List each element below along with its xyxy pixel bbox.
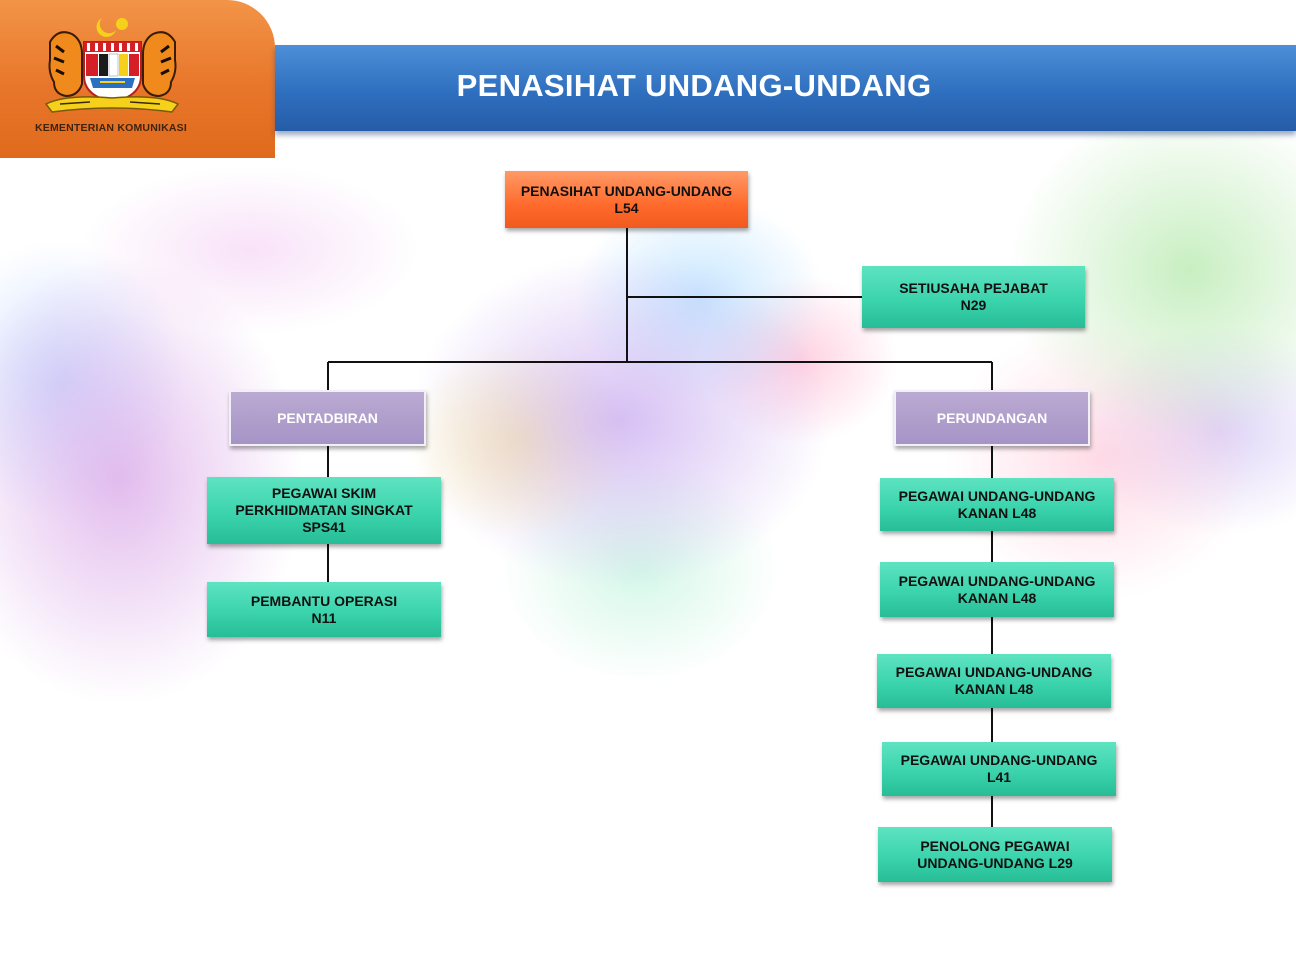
node-staff: PEGAWAI UNDANG-UNDANG KANAN L48 (877, 654, 1111, 708)
node-staff: PEGAWAI UNDANG-UNDANG L41 (882, 742, 1116, 796)
title-banner (275, 45, 1296, 131)
coat-of-arms-icon (44, 18, 180, 113)
node-head: PENASIHAT UNDANG-UNDANG L54 (505, 171, 748, 228)
page-title: PENASIHAT UNDANG-UNDANG (456, 68, 932, 103)
node-secretary: SETIUSAHA PEJABAT N29 (862, 266, 1085, 328)
node-staff: PEGAWAI UNDANG-UNDANG KANAN L48 (880, 478, 1114, 531)
node-staff: PEGAWAI SKIM PERKHIDMATAN SINGKAT SPS41 (207, 477, 441, 544)
node-staff: PEGAWAI UNDANG-UNDANG KANAN L48 (880, 562, 1114, 617)
node-staff: PEMBANTU OPERASI N11 (207, 582, 441, 637)
ministry-logo-panel: KEMENTERIAN KOMUNIKASI (0, 0, 275, 158)
ministry-name: KEMENTERIAN KOMUNIKASI (35, 122, 187, 134)
node-division-pentadbiran: PENTADBIRAN (229, 390, 426, 446)
node-staff: PENOLONG PEGAWAI UNDANG-UNDANG L29 (878, 827, 1112, 882)
node-division-perundangan: PERUNDANGAN (894, 390, 1090, 446)
